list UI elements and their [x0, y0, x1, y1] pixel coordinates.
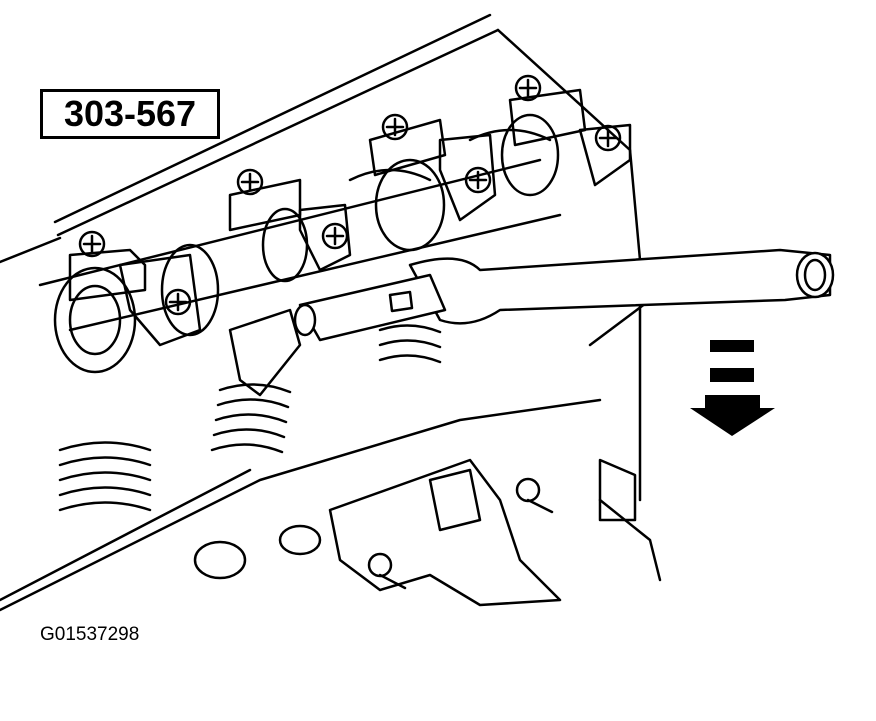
head-lower-details — [193, 458, 662, 607]
bearing-caps — [68, 88, 632, 347]
tool-number-label: 303-567 — [40, 89, 220, 139]
valve-spring-compressor-tool — [228, 248, 835, 397]
bolts — [78, 74, 622, 590]
cylinder-head-outline — [0, 13, 652, 612]
down-arrow-icon — [690, 340, 775, 436]
valve-springs — [58, 324, 442, 512]
tool-number-text: 303-567 — [63, 93, 197, 134]
camshaft — [38, 113, 562, 374]
figure-id: G01537298 — [40, 624, 140, 645]
